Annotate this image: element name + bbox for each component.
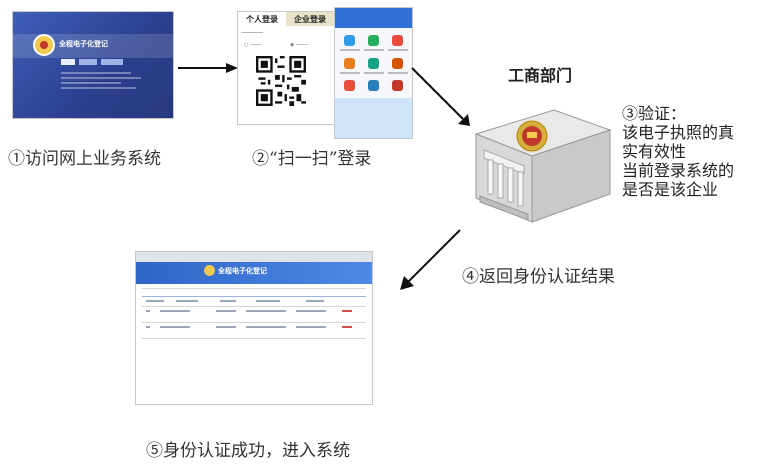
app-icon [344, 58, 355, 69]
table-cell [216, 326, 236, 328]
emblem-icon [204, 265, 215, 276]
government-building-icon [474, 109, 612, 223]
arrow-2 [411, 67, 470, 126]
login-tabs: 个人登录 企业登录 [238, 12, 334, 26]
table-row [142, 288, 366, 289]
nav-button [101, 59, 123, 65]
login-screenshot: 个人登录 企业登录 ─────── ○ ──── ◉ ──── [238, 12, 334, 124]
site-title: 全程电子化登记 [59, 40, 108, 48]
table-cell [296, 310, 326, 312]
icon-label [340, 72, 360, 74]
department-label: 工商部门 [508, 66, 573, 85]
website-screenshot: 全程电子化登记 [13, 12, 173, 118]
step-3-text: ③验证： 该电子执照的真 实有效性 当前登录系统的 是否是该企业 [622, 104, 734, 199]
table-cell [176, 300, 198, 302]
system-title: 全程电子化登记 [218, 267, 267, 275]
system-result-screenshot: 全程电子化登记 [136, 252, 372, 404]
tab-enterprise: 企业登录 [286, 12, 334, 26]
table-row [142, 338, 366, 339]
arrow-1 [178, 63, 238, 73]
icon-label [340, 49, 360, 51]
radio-option: ○ ──── [244, 42, 262, 48]
table-cell [160, 310, 190, 312]
status-badge [342, 326, 352, 328]
nav-button [79, 59, 97, 65]
app-icon [368, 58, 379, 69]
icon-label [364, 49, 384, 51]
app-icon [392, 80, 403, 91]
browser-bar [136, 252, 372, 262]
text-line [61, 87, 136, 89]
step-2-caption: ②“扫一扫”登录 [252, 149, 372, 169]
text-line [61, 72, 131, 74]
panel-header: ─────── [242, 30, 264, 36]
text-line [61, 82, 121, 84]
app-icon [344, 35, 355, 46]
app-icon [368, 35, 379, 46]
app-footer [335, 98, 412, 138]
step-3-line: 是否是该企业 [622, 180, 719, 199]
arrow-4 [400, 229, 461, 290]
table-row [142, 322, 366, 323]
table-cell [216, 310, 236, 312]
step-3-line: ③验证： [622, 104, 687, 123]
system-banner [136, 262, 372, 284]
radio-option: ◉ ──── [290, 42, 308, 48]
app-icon [368, 80, 379, 91]
icon-label [388, 49, 408, 51]
table-cell [220, 300, 236, 302]
emblem-icon [35, 36, 53, 54]
app-header [335, 8, 412, 28]
table-cell [160, 326, 190, 328]
nav-button [61, 59, 75, 65]
step-4-caption: ④返回身份认证结果 [462, 267, 615, 287]
table-cell [146, 326, 150, 328]
status-badge [342, 310, 352, 312]
table-cell [296, 326, 326, 328]
icon-label [388, 72, 408, 74]
mobile-app-screenshot [335, 8, 412, 138]
icon-label [364, 72, 384, 74]
app-icon [344, 80, 355, 91]
table-cell [246, 310, 286, 312]
table-cell [246, 326, 286, 328]
qr-code-icon [256, 56, 306, 106]
step-1-caption: ①访问网上业务系统 [8, 149, 161, 169]
step-3-line: 实有效性 [622, 142, 687, 161]
step-3-line: 该电子执照的真 [622, 123, 735, 142]
app-icon [392, 35, 403, 46]
step-5-caption: ⑤身份认证成功，进入系统 [146, 441, 350, 461]
app-icon [392, 58, 403, 69]
table-cell [146, 300, 164, 302]
tab-personal: 个人登录 [246, 14, 278, 24]
table-cell [146, 310, 150, 312]
text-line [61, 77, 141, 79]
table-cell [306, 300, 324, 302]
step-3-line: 当前登录系统的 [622, 161, 735, 180]
table-cell [256, 300, 280, 302]
table-row [142, 306, 366, 307]
table-header [142, 296, 366, 297]
